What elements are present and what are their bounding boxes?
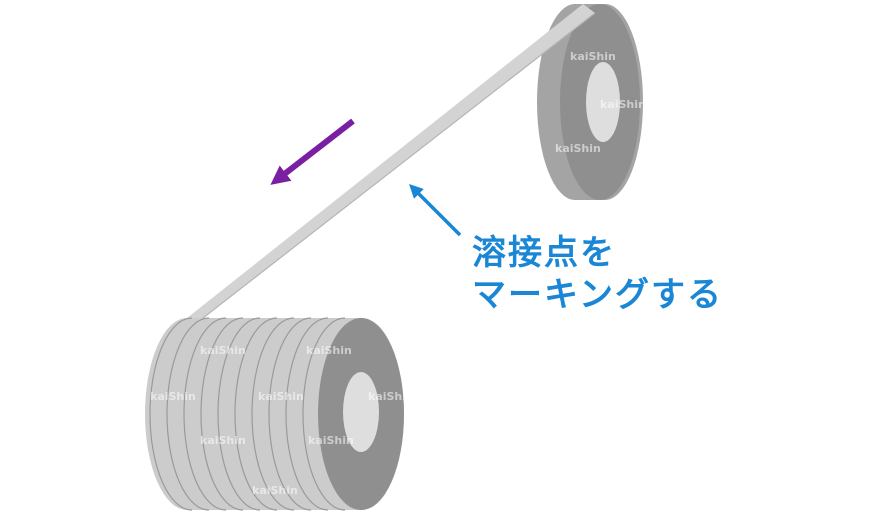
caption-line-2: マーキングする [472, 275, 723, 315]
wound-layer-line [268, 317, 312, 511]
wound-layer-line [200, 317, 244, 511]
arrow-down-left-icon [270, 118, 355, 185]
watermark-text: kaiShin [570, 50, 616, 63]
tape-strip-edge [202, 12, 596, 319]
wound-roll-stack [145, 317, 404, 511]
arrow-up-left-icon [409, 184, 462, 237]
weld-point-caption: 溶接点を マーキングする [472, 232, 723, 316]
watermark-text: kaiShin [555, 142, 601, 155]
wound-roll-layers [149, 317, 346, 511]
wound-layer-line [183, 317, 227, 511]
watermark-text: kaiShin [150, 390, 196, 403]
supply-roll [537, 4, 643, 200]
wound-layer-line [285, 317, 329, 511]
wound-layer-line [251, 317, 295, 511]
wound-layer-line [149, 317, 193, 511]
tape-strip-band [187, 4, 595, 318]
watermark-text: kaiShin [200, 344, 246, 357]
watermark-text: kaiShin [308, 434, 354, 447]
supply-roll-core [586, 62, 620, 142]
wound-layer-line [234, 317, 278, 511]
wound-roll-core [343, 372, 379, 452]
wound-layer-line [302, 317, 346, 511]
watermark-text: kaiShin [258, 390, 304, 403]
watermark-text: kaiShin [306, 344, 352, 357]
tape-strip [187, 4, 596, 319]
watermark-group: kaiShin kaiShin kaiShin kaiShin kaiShin … [150, 50, 646, 497]
caption-line-1: 溶接点を [472, 233, 616, 273]
watermark-text: kaiShin [252, 484, 298, 497]
watermark-text: kaiShin [368, 390, 414, 403]
wound-layer-line [217, 317, 261, 511]
watermark-text: kaiShin [600, 98, 646, 111]
wound-layer-line [166, 317, 210, 511]
watermark-text: kaiShin [200, 434, 246, 447]
